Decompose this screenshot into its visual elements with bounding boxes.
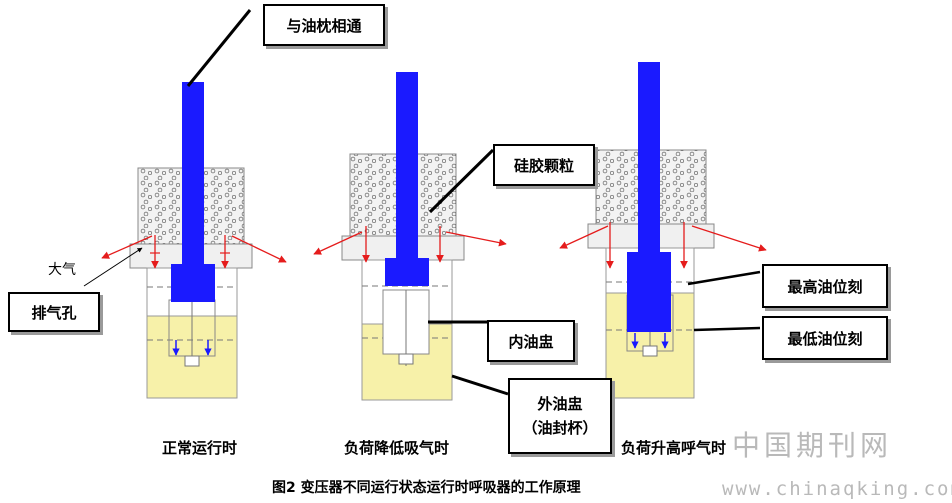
watermark-url: www.chinaqking.com: [722, 478, 952, 500]
label-lowest-oil-mark: 最低油位刻: [762, 316, 888, 360]
breather-exhale: [559, 62, 767, 399]
label-outer-oil-cup-line2: （油封杯）: [522, 419, 598, 437]
label-outer-oil-cup: 外油盅 （油封杯）: [508, 378, 612, 454]
blue-pipe-lower: [385, 258, 429, 286]
blue-pipe-lower: [627, 252, 671, 332]
breather-normal: [101, 82, 287, 399]
label-inner-oil-cup: 内油盅: [487, 320, 575, 362]
label-connect-conservator: 与油枕相通: [263, 4, 385, 46]
state-inhale: 负荷降低吸气时: [344, 439, 450, 457]
watermark-cn: 中国期刊网: [732, 429, 893, 462]
label-atmosphere: 大气: [48, 262, 76, 278]
callout-leaders: [83, 9, 761, 396]
label-silica-gel: 硅胶颗粒: [493, 144, 595, 186]
label-outer-oil-cup-line1: 外油盅: [537, 395, 583, 413]
label-vent-hole: 排气孔: [8, 292, 100, 332]
blue-pipe: [182, 82, 204, 267]
blue-pipe-lower: [171, 264, 215, 302]
blue-pipe: [396, 72, 418, 262]
state-exhale: 负荷升高呼气时: [621, 439, 727, 457]
label-highest-oil-mark: 最高油位刻: [762, 264, 888, 308]
figure-caption: 图2 变压器不同运行状态运行时呼吸器的工作原理: [272, 480, 581, 496]
blue-pipe: [638, 62, 660, 262]
state-normal: 正常运行时: [162, 439, 238, 457]
breather-inhale: [313, 72, 507, 401]
